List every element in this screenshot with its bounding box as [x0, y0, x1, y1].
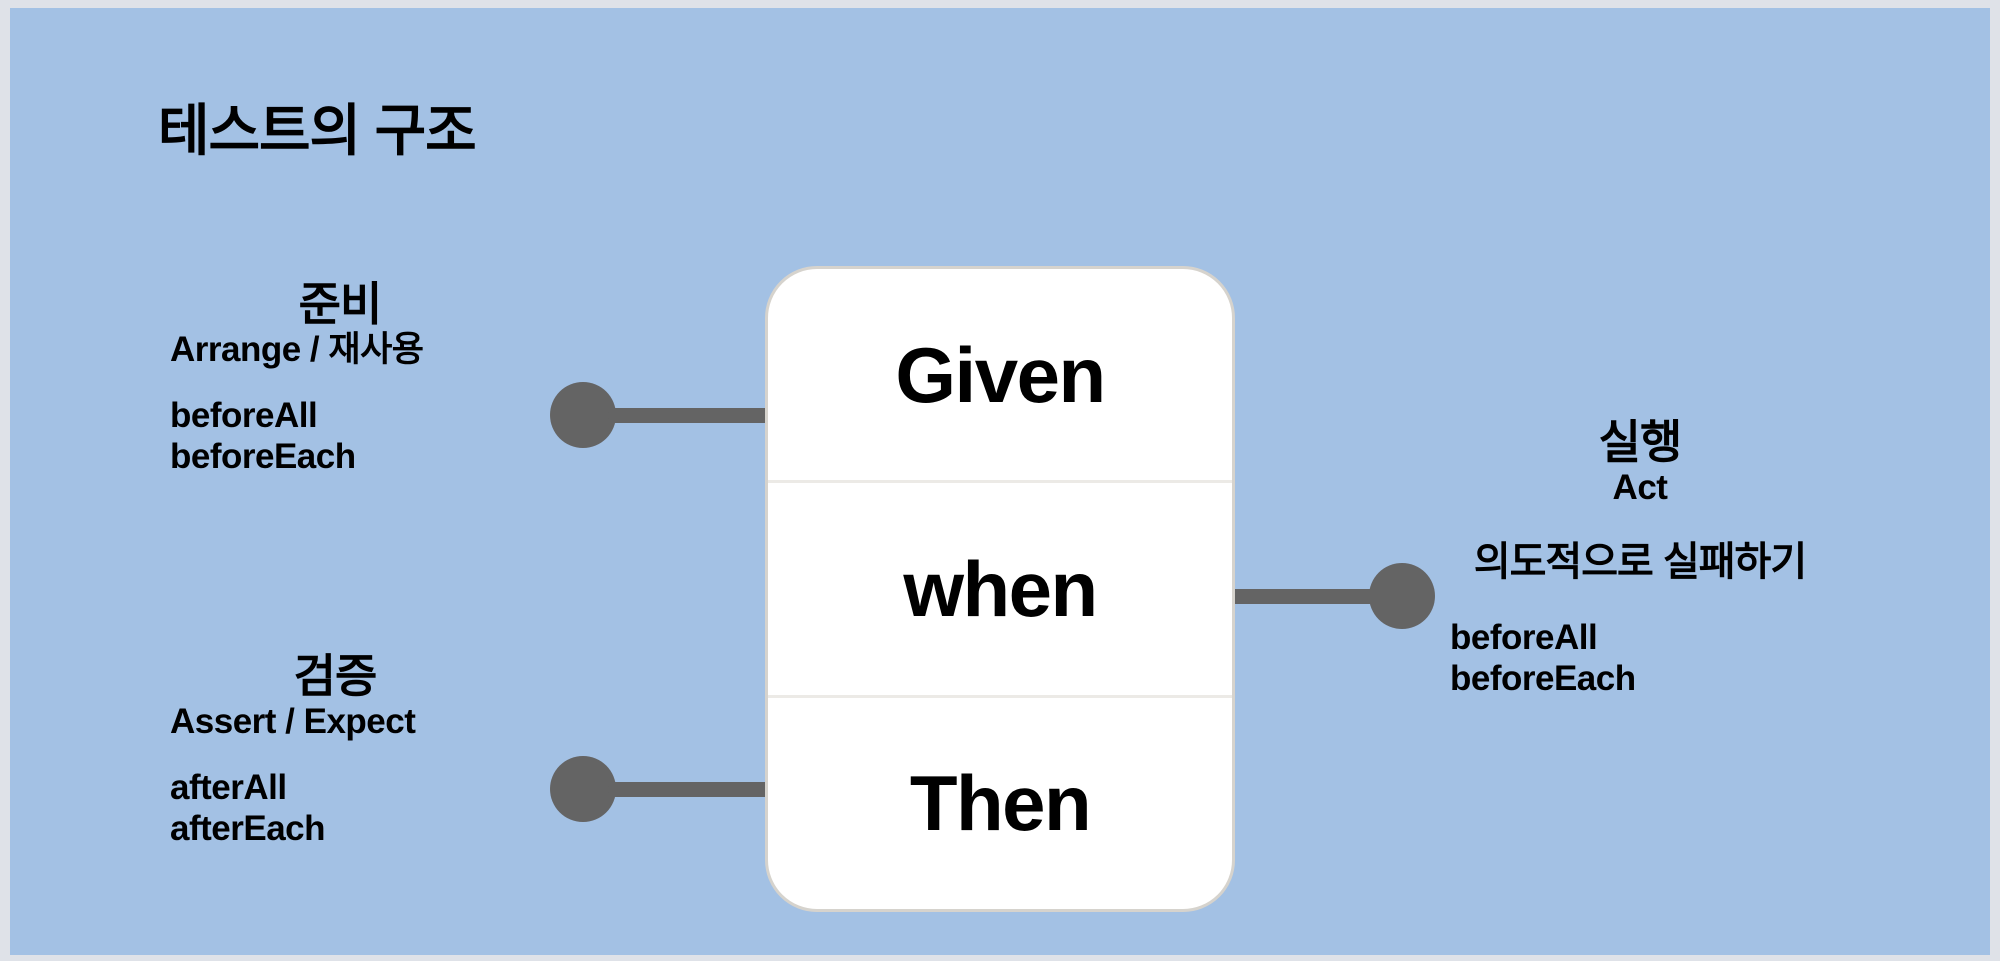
annotation-arrange-heading: 준비 — [298, 278, 383, 330]
annotation-assert-subtitle: Assert / Expect — [170, 701, 416, 741]
annotation-act-subtitle: Act — [1612, 467, 1668, 507]
annotation-act-note: 의도적으로 실패하기 — [1473, 539, 1807, 584]
annotation-arrange-subtitle: Arrange / 재사용 — [170, 329, 424, 369]
hook-item: beforeEach — [1450, 659, 1636, 699]
annotation-assert-heading: 검증 — [293, 650, 378, 702]
annotation-act: 실행 Act 의도적으로 실패하기 beforeAll beforeEach — [1440, 416, 1840, 700]
gwt-card: Given when Then — [765, 266, 1235, 912]
card-row-given: Given — [768, 269, 1232, 480]
connector-dot-icon — [550, 382, 616, 448]
annotation-act-hooks: beforeAll beforeEach — [1440, 617, 1840, 700]
annotation-assert-hooks: afterAll afterEach — [170, 767, 500, 850]
card-row-then: Then — [768, 694, 1232, 909]
hook-item: beforeAll — [1450, 617, 1598, 657]
connector-dot-icon — [1369, 563, 1435, 629]
page-title: 테스트의 구조 — [158, 99, 477, 162]
card-row-label: Then — [909, 759, 1092, 848]
hook-item: beforeEach — [170, 437, 356, 477]
annotation-arrange: 준비 Arrange / 재사용 beforeAll beforeEach — [170, 278, 510, 478]
annotation-arrange-hooks: beforeAll beforeEach — [170, 395, 510, 478]
hook-item: afterEach — [170, 809, 326, 849]
card-row-label: when — [903, 544, 1098, 633]
hook-item: afterAll — [170, 767, 287, 807]
connector-dot-icon — [550, 756, 616, 822]
hook-item: beforeAll — [170, 395, 318, 435]
annotation-assert: 검증 Assert / Expect afterAll afterEach — [170, 650, 500, 850]
card-row-when: when — [768, 480, 1232, 694]
annotation-act-heading: 실행 — [1598, 416, 1683, 468]
card-row-label: Given — [895, 330, 1106, 419]
